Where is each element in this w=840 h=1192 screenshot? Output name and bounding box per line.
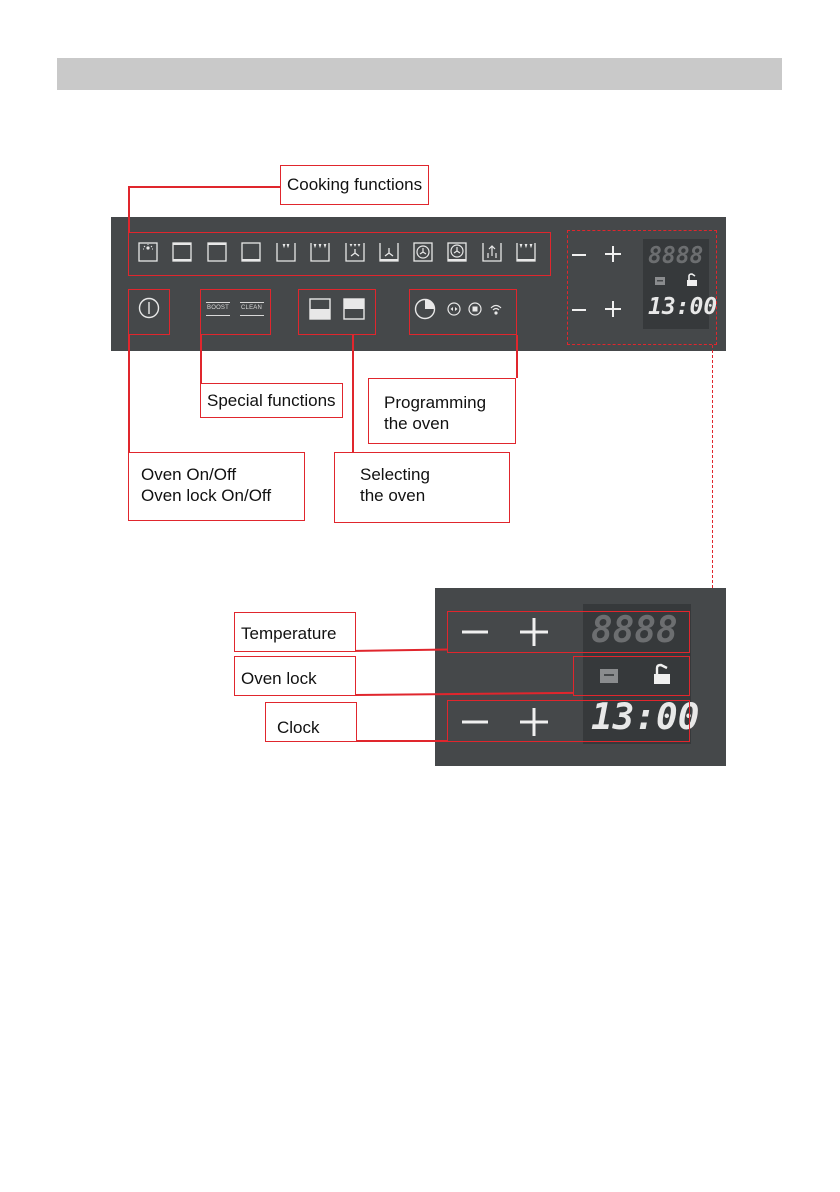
section-header-bar [57, 58, 782, 90]
programming-highlight [409, 289, 517, 335]
connector-programming [516, 335, 518, 378]
connector-temperature [350, 648, 448, 651]
connector-special [200, 335, 202, 385]
connector-display-dashed [712, 345, 713, 588]
label-oven-lock: Oven lock [234, 656, 356, 696]
temperature-highlight [447, 611, 690, 653]
connector-select [352, 335, 354, 453]
connector-clock [356, 740, 448, 742]
clock-highlight [447, 700, 690, 742]
connector-cooking-v [128, 186, 130, 233]
label-temperature: Temperature [234, 612, 356, 652]
oven-lock-highlight [573, 656, 690, 696]
label-special-functions: Special functions [200, 383, 343, 418]
power-highlight [128, 289, 170, 335]
label-clock: Clock [265, 702, 357, 742]
oven-select-highlight [298, 289, 376, 335]
label-cooking-functions: Cooking functions [280, 165, 429, 205]
connector-cooking-h [128, 186, 281, 188]
display-dashed-highlight [567, 230, 717, 345]
connector-power [128, 335, 130, 453]
cooking-functions-highlight [128, 232, 551, 276]
special-functions-highlight [200, 289, 271, 335]
